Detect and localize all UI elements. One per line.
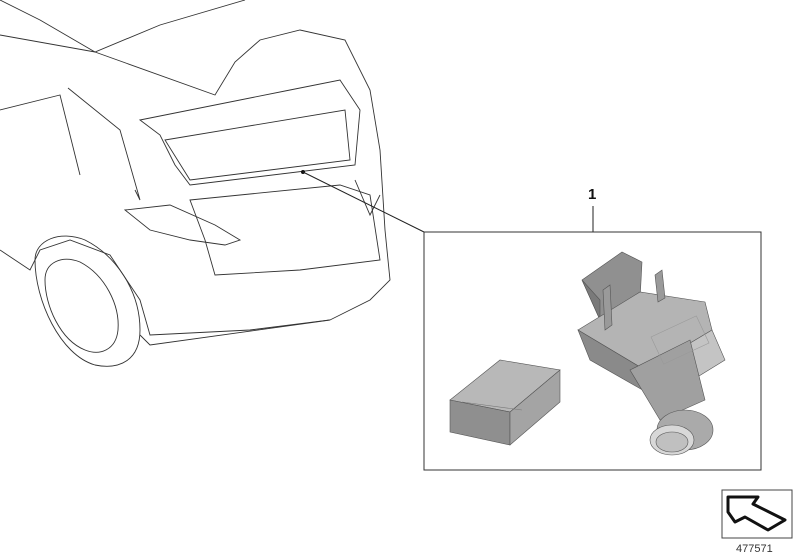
detail-frame (423, 231, 762, 471)
leader-line (302, 171, 425, 233)
mounting-pad (449, 359, 561, 446)
vehicle-rear-outline (0, 0, 391, 367)
image-number: 477571 (736, 543, 773, 555)
callout-label-1[interactable]: 1 (588, 186, 597, 203)
view-orientation-icon (721, 489, 793, 539)
rear-view-camera (577, 251, 726, 456)
